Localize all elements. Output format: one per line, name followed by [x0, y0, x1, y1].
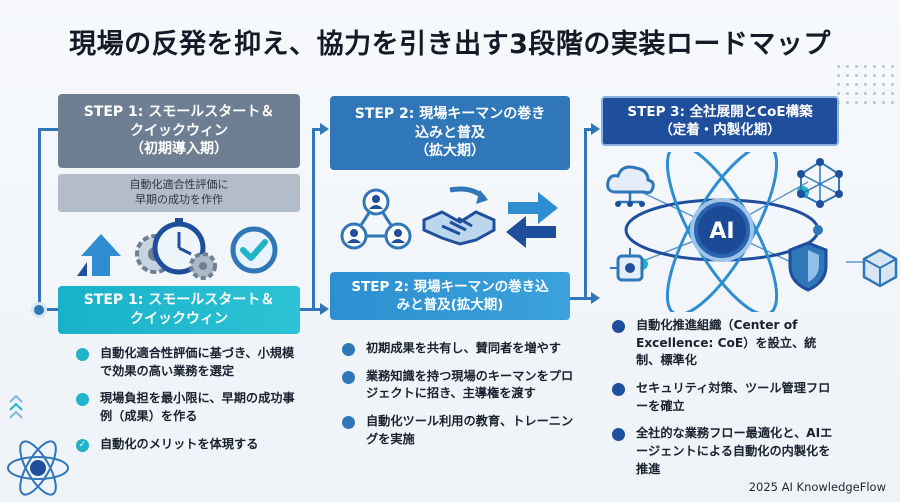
- connector-s2-s3-bottom: [570, 297, 592, 300]
- step1-bullet-list: 自動化適合性評価に基づき、小規模で効果の高い業務を選定 現場負担を最小限に、早期…: [76, 345, 306, 463]
- bullet-dot-icon: [342, 370, 355, 384]
- bullet-dot-icon: [612, 383, 625, 397]
- page-title: 現場の反発を抑え、協力を引き出す3段階の実装ロードマップ: [69, 29, 831, 60]
- step1-bottom-header: STEP 1: スモールスタート＆ クイックウィン: [58, 286, 300, 334]
- list-item: 業務知識を持つ現場のキーマンをプロジェクトに招き、主導権を渡す: [342, 368, 578, 403]
- list-item: セキュリティ対策、ツール管理フローを確立: [612, 380, 834, 415]
- connector-s1-s2-vertical: [312, 128, 315, 310]
- bullet-dot-icon: [76, 393, 89, 407]
- step3-header: STEP 3: 全社展開とCoE構築 （定着・内製化期）: [601, 96, 839, 146]
- connector-left-vertical: [38, 128, 41, 311]
- step3-header-line2: （定着・内製化期）: [659, 122, 781, 138]
- cube-icon: [862, 248, 898, 288]
- bullet-dot-icon: [76, 348, 89, 361]
- stopwatch-gear-icon: [135, 218, 217, 280]
- list-item: 全社的な業務フロー最適化と、AIエージェントによる自動化の内製化を推進: [612, 425, 834, 478]
- arrow-to-step2-bottom: [320, 303, 329, 315]
- ai-label: AI: [709, 219, 734, 244]
- connector-s1-s2-top: [312, 128, 322, 131]
- team-network-icon: [340, 188, 412, 250]
- step1-bottom-line1: STEP 1: スモールスタート＆: [83, 292, 275, 309]
- arrow-to-step2-header: [320, 123, 329, 135]
- list-item: 自動化ツール利用の教育、トレーニングを実施: [342, 413, 578, 448]
- step1-header-line1: STEP 1: スモールスタート＆: [83, 103, 275, 120]
- decorative-chevrons-icon: [9, 394, 23, 419]
- list-item: 自動化適合性評価に基づき、小規模で効果の高い業務を選定: [76, 345, 306, 380]
- step2-bottom-header: STEP 2: 現場キーマンの巻き込 みと普及(拡大期): [330, 272, 570, 320]
- list-item: 自動化推進組織（Center of Excellence: CoE）を設立、統制…: [612, 317, 834, 370]
- shield-icon: [788, 241, 828, 292]
- step3-header-line1: STEP 3: 全社展開とCoE構築: [627, 103, 813, 120]
- connector-s1-s2-bottom: [300, 308, 322, 311]
- connector-left-top: [38, 128, 58, 131]
- step1-sub-line2: 早期の成功を作作: [135, 193, 223, 206]
- check-icon: ✓: [76, 438, 89, 452]
- arrow-up-icon: [77, 234, 121, 276]
- step1-header-line3: （初期導入期）: [130, 141, 228, 158]
- step2-header: STEP 2: 現場キーマンの巻き 込みと普及 （拡大期）: [330, 96, 570, 170]
- step2-header-line1: STEP 2: 現場キーマンの巻き: [354, 105, 546, 122]
- arrow-to-step3-header: [591, 123, 600, 135]
- handshake-icon: [422, 186, 496, 246]
- connector-s2-s3-top: [584, 128, 592, 131]
- bullet-dot-icon: [342, 416, 355, 430]
- decorative-orbit-icon: [7, 440, 69, 496]
- step2-bottom-line2: みと普及(拡大期): [396, 297, 504, 313]
- bullet-dot-icon: [612, 320, 625, 333]
- list-item: ✓自動化のメリットを体現する: [76, 436, 306, 454]
- step1-bottom-line2: クイックウィン: [130, 311, 228, 327]
- bullet-dot-icon: [342, 343, 355, 356]
- connector-s2-s3-vertical: [584, 128, 587, 300]
- check-circle-icon: [230, 226, 278, 274]
- connector-node: [31, 302, 47, 318]
- connector-left-bottom: [38, 308, 58, 311]
- step3-bullet-list: 自動化推進組織（Center of Excellence: CoE）を設立、統制…: [612, 317, 834, 489]
- step2-header-line3: （拡大期）: [415, 143, 485, 160]
- step1-header: STEP 1: スモールスタート＆ クイックウィン （初期導入期）: [58, 94, 300, 168]
- arrow-to-step3-bottom: [591, 292, 600, 304]
- footer-credit: 2025 AI KnowledgeFlow: [748, 480, 886, 494]
- step1-subheader: 自動化適合性評価に 早期の成功を作作: [58, 174, 300, 212]
- step2-header-line2: 込みと普及: [415, 124, 485, 141]
- cube-network-icon: [610, 248, 644, 282]
- network-graph-icon: [797, 158, 843, 208]
- bullet-dot-icon: [612, 428, 625, 442]
- cloud-network-icon: [606, 165, 655, 207]
- exchange-arrows-icon: [506, 192, 558, 248]
- step1-sub-line1: 自動化適合性評価に: [129, 178, 229, 192]
- step1-header-line2: クイックウィン: [130, 122, 228, 139]
- step2-bullet-list: 初期成果を共有し、賛同者を増やす 業務知識を持つ現場のキーマンをプロジェクトに招…: [342, 340, 578, 458]
- list-item: 現場負担を最小限に、早期の成功事例（成果）を作る: [76, 390, 306, 425]
- list-item: 初期成果を共有し、賛同者を増やす: [342, 340, 578, 358]
- decorative-dot-grid: [834, 62, 894, 108]
- step2-bottom-line1: STEP 2: 現場キーマンの巻き込: [351, 278, 549, 295]
